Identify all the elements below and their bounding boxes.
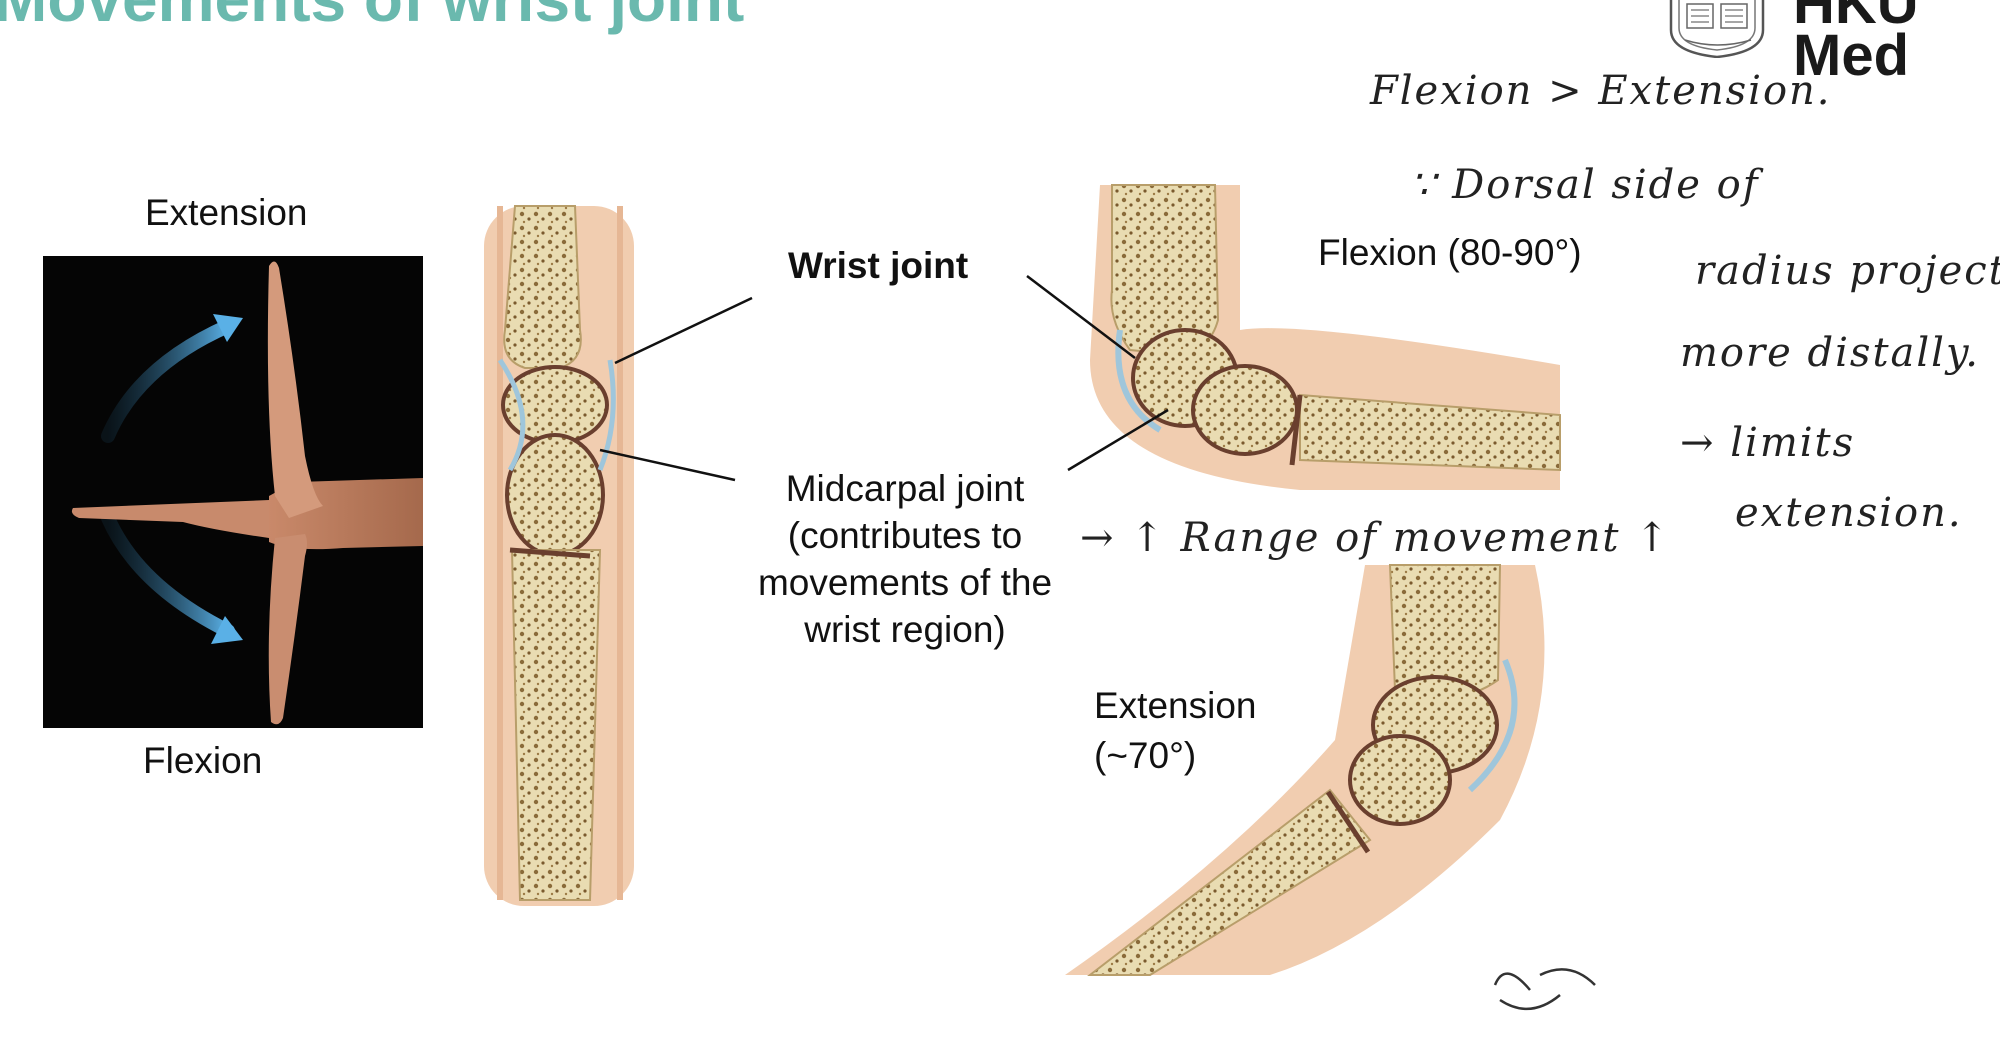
hand-extension-label: Extension [145, 192, 308, 233]
slide-title: Movements of wrist joint [0, 0, 744, 36]
extension-angle-value: (~70°) [1094, 735, 1197, 776]
note-line-3: radius projects [1695, 248, 2000, 294]
extension-illustration [1065, 564, 1545, 976]
hand-movement-photo [43, 256, 423, 728]
note-line-6: extension. [1735, 490, 1963, 536]
neutral-wrist-illustration [484, 205, 634, 906]
hku-med-logo: HKU Med [1793, 0, 1919, 88]
note-range-of-movement: → ↑ Range of movement ↑ [1080, 515, 1671, 561]
hand-flexion-label: Flexion [143, 740, 263, 781]
note-line-4: more distally. [1680, 330, 1980, 376]
flexion-angle-label: Flexion (80-90°) [1318, 232, 1582, 273]
midcarpal-joint-label: Midcarpal joint (contributes to movement… [757, 468, 1053, 650]
note-line-1: Flexion > Extension. [1370, 68, 1832, 114]
extension-angle-label: Extension [1094, 685, 1257, 726]
note-line-2: ∵ Dorsal side of [1410, 162, 1760, 208]
university-seal-icon [1669, 0, 1765, 58]
note-line-5: → limits [1680, 420, 1856, 466]
wrist-joint-label: Wrist joint [788, 245, 969, 286]
netter-signature-mark [1493, 968, 1596, 1011]
flexion-illustration [1090, 184, 1561, 490]
